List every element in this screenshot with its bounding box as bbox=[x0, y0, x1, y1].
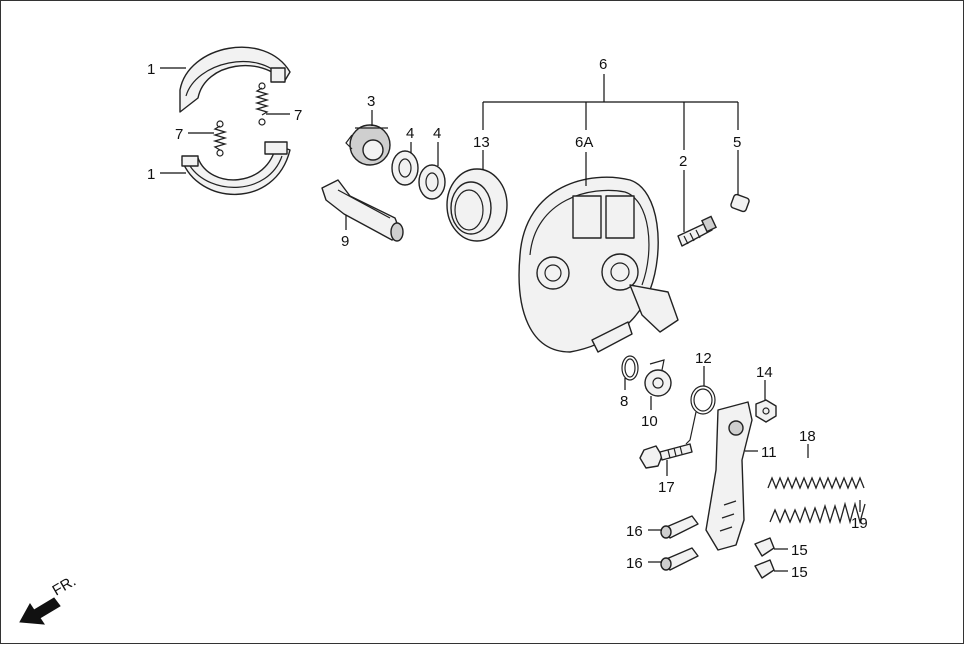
spring-18 bbox=[767, 476, 865, 490]
callout-labels: 1 1 7 7 3 4 4 9 13 6 6A 2 5 8 10 12 14 1… bbox=[147, 56, 868, 581]
indicator-plate bbox=[644, 359, 672, 397]
callout-14: 14 bbox=[756, 364, 773, 381]
callout-16-b: 16 bbox=[626, 555, 643, 572]
brake-shoe-upper bbox=[179, 46, 291, 113]
callout-1-bottom: 1 bbox=[147, 166, 155, 183]
callout-13: 13 bbox=[473, 134, 490, 151]
clip-b bbox=[754, 559, 775, 579]
callout-7-left: 7 bbox=[175, 126, 183, 143]
callout-9: 9 bbox=[341, 233, 349, 250]
callout-12: 12 bbox=[695, 350, 712, 367]
front-indicator: FR. bbox=[19, 573, 79, 625]
clip-a bbox=[754, 537, 775, 557]
callout-18: 18 bbox=[799, 428, 816, 445]
callout-7-right: 7 bbox=[294, 107, 302, 124]
arm-bolt bbox=[639, 443, 693, 469]
spring-19 bbox=[769, 501, 866, 525]
washer-b bbox=[418, 164, 446, 200]
return-spring bbox=[685, 385, 716, 445]
cap bbox=[730, 193, 750, 213]
callout-6a: 6A bbox=[575, 134, 593, 151]
pin-b bbox=[660, 547, 699, 571]
shoe-spring-left bbox=[212, 120, 228, 157]
callout-8: 8 bbox=[620, 393, 628, 410]
callout-1-top: 1 bbox=[147, 61, 155, 78]
washer-a bbox=[391, 150, 419, 186]
leader-lines bbox=[160, 67, 861, 572]
callout-3: 3 bbox=[367, 93, 375, 110]
nut bbox=[755, 399, 777, 423]
front-arrow-icon bbox=[19, 597, 61, 625]
callout-15-a: 15 bbox=[791, 542, 808, 559]
circlip bbox=[621, 355, 639, 381]
brake-panel bbox=[518, 176, 679, 353]
shoe-spring-right bbox=[254, 82, 270, 126]
callout-2: 2 bbox=[679, 153, 687, 170]
callout-15-b: 15 bbox=[791, 564, 808, 581]
brake-shoe-lower bbox=[181, 141, 291, 196]
brake-cam-shaft bbox=[321, 179, 404, 242]
callout-4-a: 4 bbox=[406, 125, 414, 142]
front-indicator-label: FR. bbox=[50, 573, 79, 600]
callout-10: 10 bbox=[641, 413, 658, 430]
pin-a bbox=[660, 515, 699, 539]
callout-11: 11 bbox=[761, 444, 777, 461]
callout-5: 5 bbox=[733, 134, 741, 151]
callout-16-a: 16 bbox=[626, 523, 643, 540]
brake-arm bbox=[705, 401, 753, 551]
panel-bolt bbox=[677, 215, 717, 247]
callout-4-b: 4 bbox=[433, 125, 441, 142]
oil-seal bbox=[446, 168, 508, 242]
callout-19: 19 bbox=[851, 515, 868, 532]
speedometer-gear bbox=[345, 124, 391, 166]
callout-17: 17 bbox=[658, 479, 675, 496]
callout-6: 6 bbox=[599, 56, 607, 73]
